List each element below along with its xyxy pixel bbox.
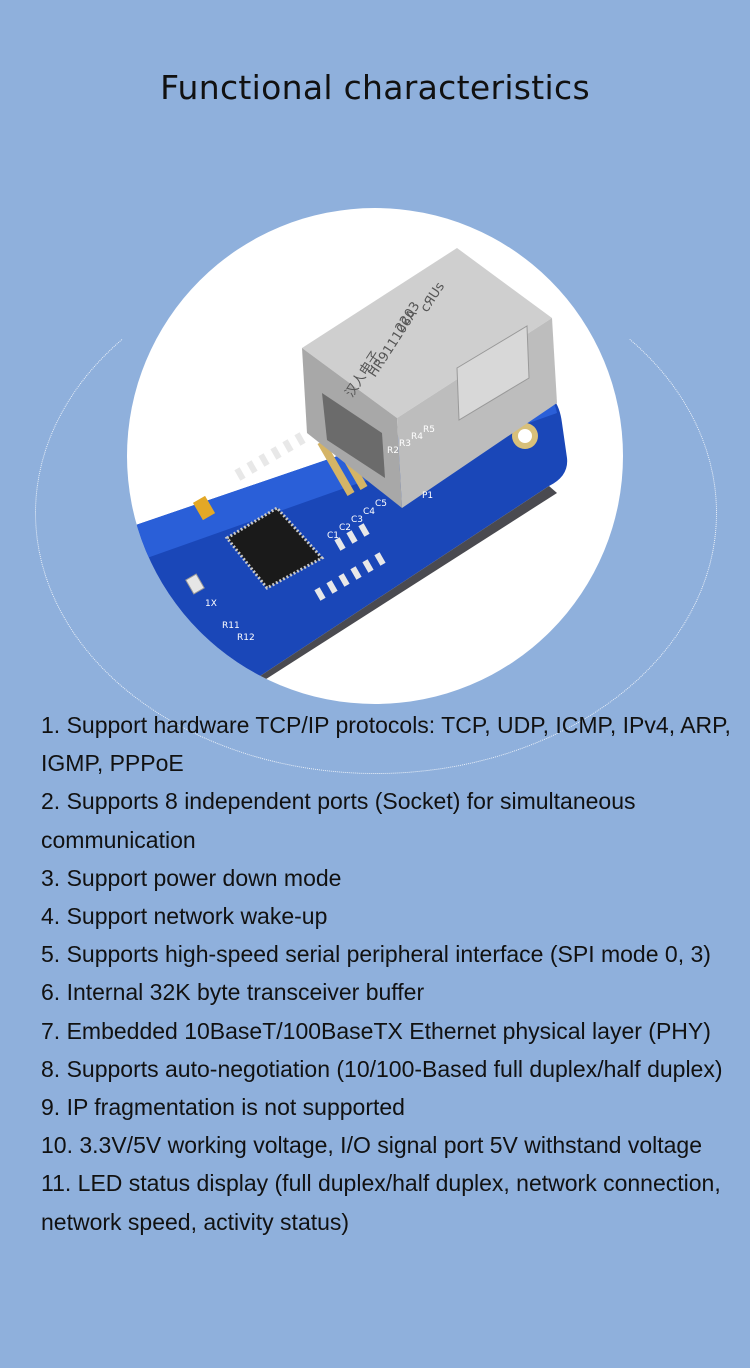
decorative-dotted-arc xyxy=(35,252,717,774)
small-component xyxy=(185,573,205,595)
smd-components xyxy=(234,432,386,601)
feature-item: 9. IP fragmentation is not supported xyxy=(41,1094,405,1121)
pcb-label: C5 xyxy=(375,499,387,509)
pcb-label: C3 xyxy=(351,515,363,525)
pcb-label: R11 xyxy=(222,621,240,631)
page-title: Functional characteristics xyxy=(160,68,590,107)
feature-item: 3. Support power down mode xyxy=(41,864,342,891)
feature-item: 6. Internal 32K byte transceiver buffer xyxy=(41,979,425,1006)
pcb-label: R12 xyxy=(237,633,255,643)
pcb-label: C2 xyxy=(339,523,351,533)
feature-list: 1. Support hardware TCP/IP protocols: TC… xyxy=(41,706,731,1241)
pcb-label: C4 xyxy=(363,507,375,517)
feature-item: 7. Embedded 10BaseT/100BaseTX Ethernet p… xyxy=(41,1017,711,1044)
pcb-label: C1 xyxy=(327,531,339,541)
main-chip xyxy=(224,506,325,590)
feature-item: 1. Support hardware TCP/IP protocols: TC… xyxy=(41,712,731,777)
feature-item: 5. Supports high-speed serial peripheral… xyxy=(41,941,711,968)
pcb-label: R4 xyxy=(411,432,423,442)
pcb-label: R5 xyxy=(423,425,435,435)
pcb-label: R2 xyxy=(387,446,399,456)
pcb-label: R3 xyxy=(399,439,411,449)
feature-item: 11. LED status display (full duplex/half… xyxy=(41,1170,721,1235)
pcb-label: 1X xyxy=(205,599,217,609)
feature-item: 4. Support network wake-up xyxy=(41,903,328,930)
feature-item: 10. 3.3V/5V working voltage, I/O signal … xyxy=(41,1132,702,1159)
pcb-label: P1 xyxy=(422,491,433,501)
ethernet-module-illustration: cЯUs 2203 HR911106A 汉人电子 P1 R2 R3 R4 R5 … xyxy=(127,248,568,704)
crystal xyxy=(192,495,216,521)
rj45-connector xyxy=(302,248,557,508)
feature-item: 8. Supports auto-negotiation (10/100-Bas… xyxy=(41,1055,723,1082)
feature-item: 2. Supports 8 independent ports (Socket)… xyxy=(41,788,636,853)
product-photo: cЯUs 2203 HR911106A 汉人电子 P1 R2 R3 R4 R5 … xyxy=(127,208,623,704)
